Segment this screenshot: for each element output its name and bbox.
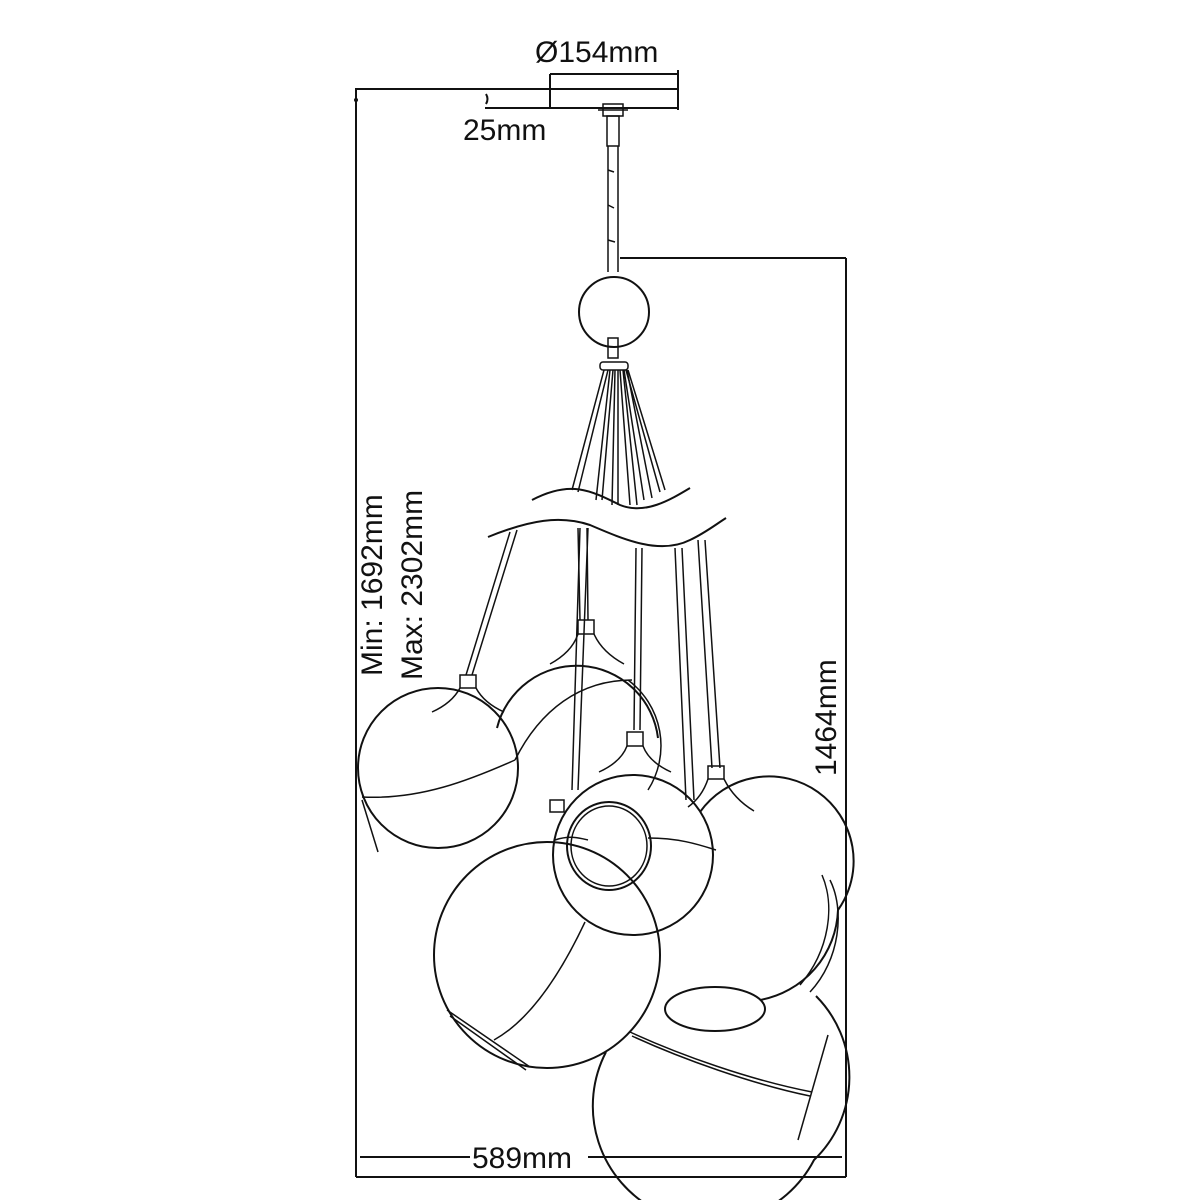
canopy-diameter-label: Ø154mm [535,36,658,69]
globe-3 [552,731,717,936]
globe-2 [496,619,662,791]
drop-height-label: 1464mm [810,659,843,776]
cables-lower [465,527,721,801]
globe-4-cap [549,799,565,813]
canopy-and-rod [578,103,650,371]
globes [357,619,855,1200]
globe-1 [357,674,519,853]
dimension-lines [354,70,847,1178]
overall-width-label: 589mm [472,1142,572,1175]
canopy-height-label: 25mm [463,114,546,147]
max-height-label: Max: 2302mm [396,490,429,680]
min-height-label: Min: 1692mm [356,494,389,676]
globe-6 [433,841,661,1071]
globe-7 [591,995,851,1200]
cables-upper [487,369,727,548]
globe-5 [664,765,855,1032]
